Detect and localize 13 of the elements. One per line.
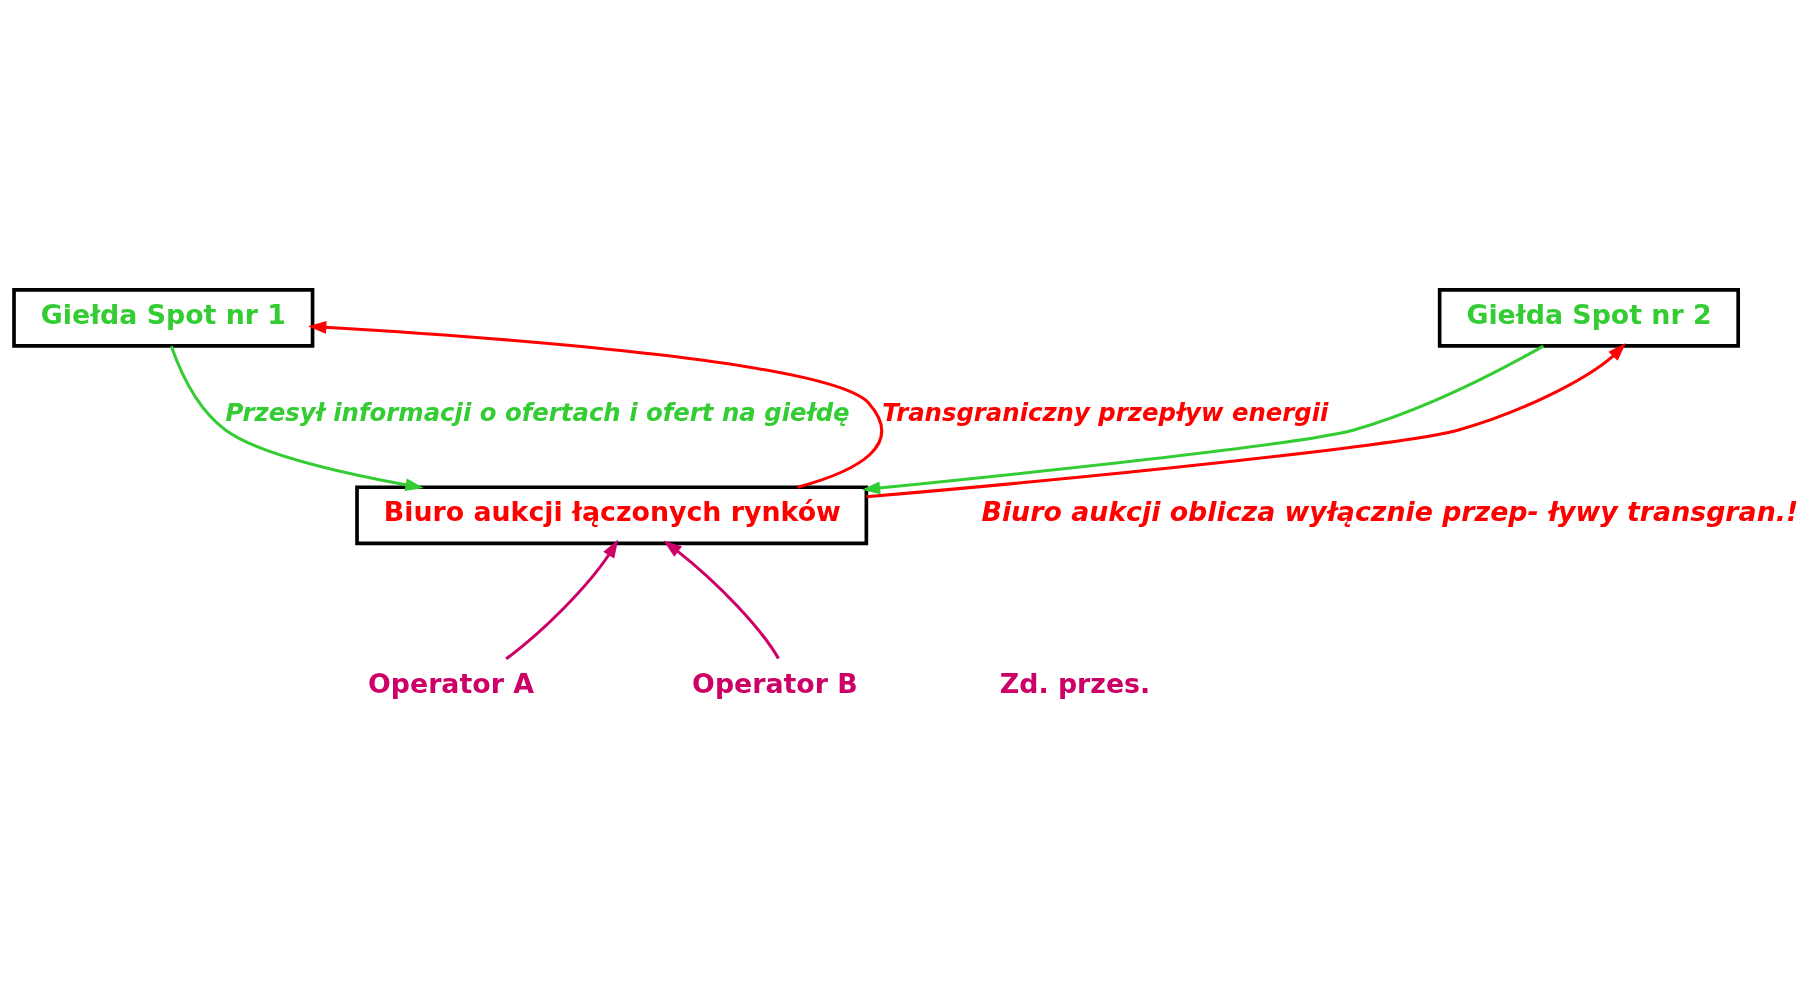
arrow [308,320,883,489]
edge-label: Przesył informacji o ofertach i ofert na giełdę [225,398,850,428]
label: Zd. przes. [999,667,1151,699]
arrow [505,539,619,661]
label: Biuro aukcji oblicza wyłącznie przep- ływy transgran.! [981,495,1799,527]
node-box: Biuro aukcji łączonych rynków [355,485,869,546]
node-box: Giełda Spot nr 1 [12,288,315,348]
node-box: Giełda Spot nr 2 [1437,288,1740,348]
arrow [663,540,780,660]
arrow [169,345,424,492]
edge-label: Transgraniczny przepływ energii [882,398,1329,428]
node-text: Operator B [692,667,858,699]
node-text: Operator A [367,667,534,699]
